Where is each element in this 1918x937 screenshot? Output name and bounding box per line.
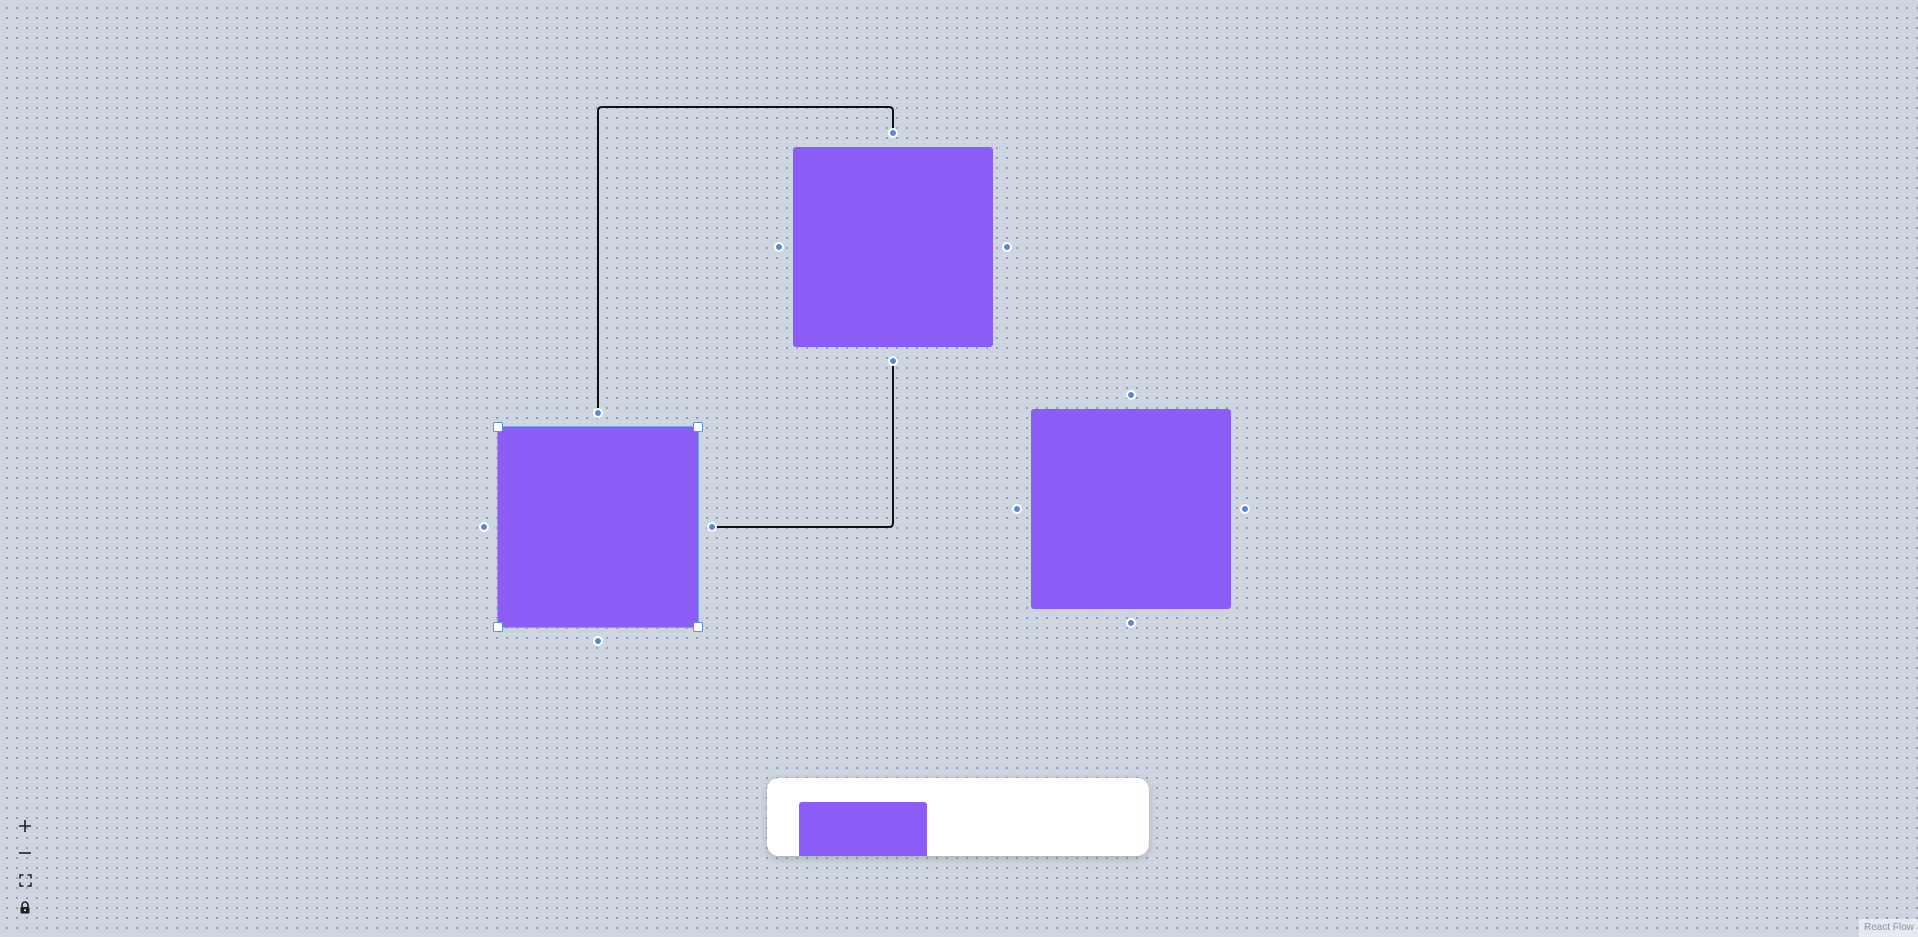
node-2-bottom-handle[interactable] (593, 636, 603, 646)
flow-node-3[interactable] (1031, 409, 1231, 609)
node-1-bottom-handle[interactable] (888, 356, 898, 366)
fit-view-icon (18, 873, 32, 887)
node-2-resize-bottom-right[interactable] (693, 622, 703, 632)
minus-icon (19, 852, 31, 854)
node-2-resize-top-left[interactable] (493, 422, 503, 432)
toggle-interactivity-button[interactable] (12, 894, 38, 920)
zoom-in-button[interactable] (12, 813, 38, 839)
edge-node2-right-to-node1-bottom[interactable] (712, 361, 894, 528)
node-2-top-handle[interactable] (593, 408, 603, 418)
node-1-left-handle[interactable] (774, 242, 784, 252)
plus-icon (19, 820, 31, 832)
palette-purple-node[interactable] (799, 802, 927, 856)
zoom-out-button[interactable] (12, 840, 38, 866)
flow-controls (12, 813, 38, 920)
node-palette-panel (767, 778, 1149, 856)
flow-node-1[interactable] (793, 147, 993, 347)
node-2-resize-bottom-left[interactable] (493, 622, 503, 632)
lock-icon (20, 900, 30, 913)
node-3-left-handle[interactable] (1012, 504, 1022, 514)
flow-node-2-selected[interactable] (497, 426, 699, 628)
node-2-left-handle[interactable] (479, 522, 489, 532)
node-1-top-handle[interactable] (888, 128, 898, 138)
node-3-bottom-handle[interactable] (1126, 618, 1136, 628)
attribution-link[interactable]: React Flow (1858, 919, 1918, 937)
node-3-right-handle[interactable] (1240, 504, 1250, 514)
node-2-right-handle[interactable] (707, 522, 717, 532)
node-1-right-handle[interactable] (1002, 242, 1012, 252)
fit-view-button[interactable] (12, 867, 38, 893)
node-2-resize-top-right[interactable] (693, 422, 703, 432)
node-3-top-handle[interactable] (1126, 390, 1136, 400)
